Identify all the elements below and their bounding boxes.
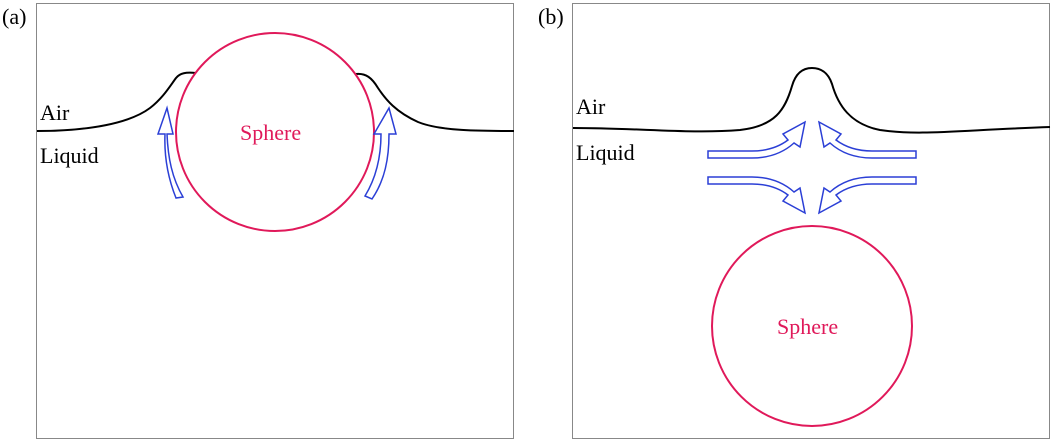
panel-b-air-label: Air	[576, 94, 606, 119]
panel-b-frame	[572, 3, 1050, 439]
panel-b-sphere	[711, 225, 913, 427]
panel-b-arrow-upper-right	[817, 120, 917, 159]
panel-a-frame	[36, 3, 514, 439]
panel-b-free-surface	[572, 66, 1051, 134]
panel-b-liquid-label: Liquid	[576, 140, 635, 165]
panel-a-arrow-right	[363, 106, 397, 200]
panel-a-arrow-left	[156, 105, 185, 199]
panel-b-arrow-upper-left	[707, 120, 807, 159]
panel-a-tag: (a)	[2, 4, 26, 29]
panel-a: (a) Sphere Air Liquid	[2, 3, 515, 439]
panel-a-sphere-label: Sphere	[240, 120, 301, 145]
panel-a-sphere	[175, 32, 375, 232]
panel-a-air-label: Air	[40, 100, 70, 125]
panel-a-free-surface	[36, 71, 515, 132]
panel-b-tag: (b)	[538, 4, 564, 29]
panel-b-sphere-label: Sphere	[777, 314, 838, 339]
panel-b-arrow-lower-right	[817, 176, 917, 215]
panel-a-liquid-label: Liquid	[40, 143, 99, 168]
panel-b-arrow-lower-left	[707, 176, 807, 215]
panel-b: (b) Sphere Air Liquid	[538, 3, 1051, 439]
